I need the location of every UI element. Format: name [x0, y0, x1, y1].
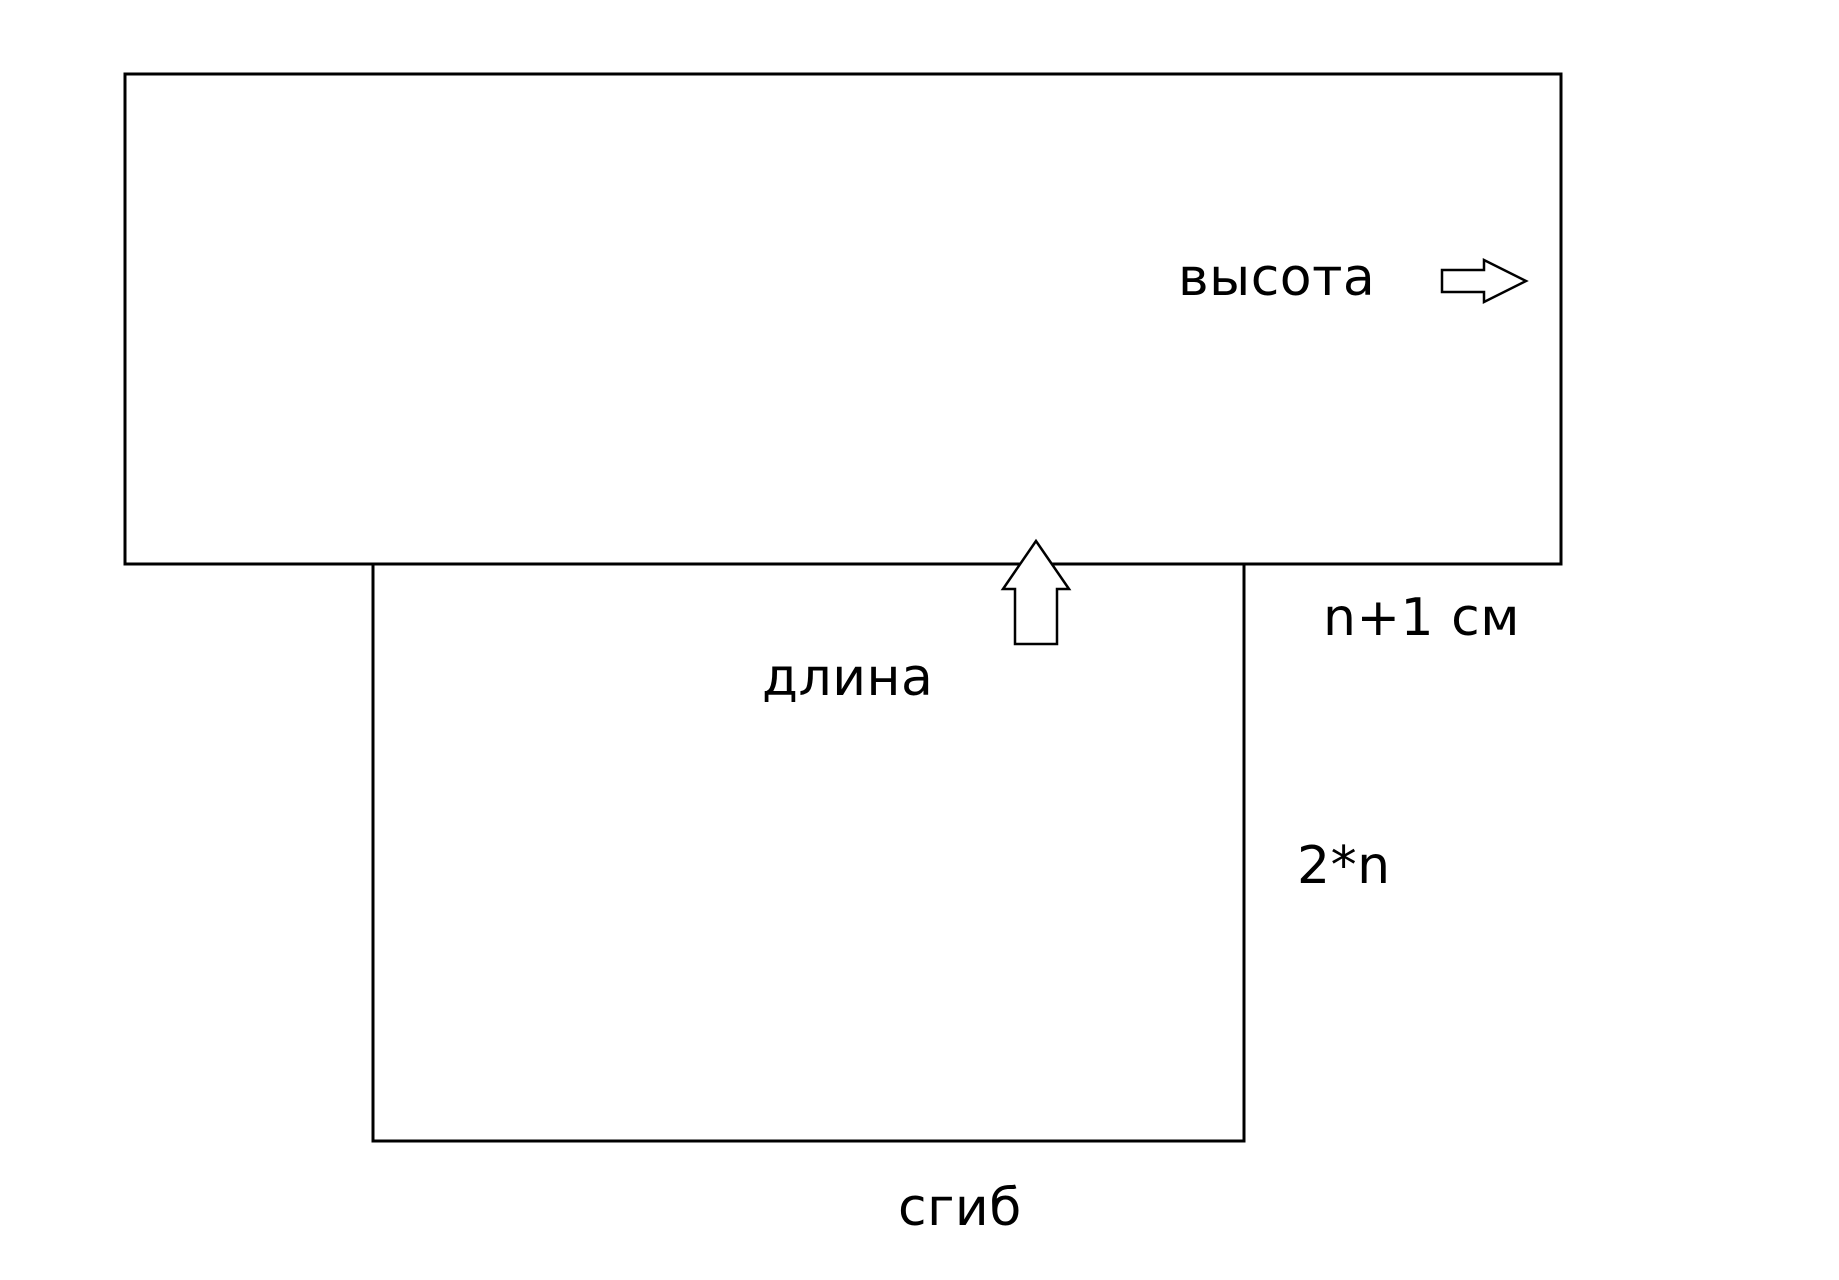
top-rectangle	[123, 72, 1563, 566]
up-arrow-icon	[1000, 538, 1072, 646]
fold-label: сгиб	[898, 1178, 1022, 1238]
bottom-rectangle	[371, 564, 1246, 1143]
top-dimension-label: n+1 см	[1323, 588, 1520, 648]
bottom-dimension-label: 2*n	[1297, 836, 1391, 896]
height-label: высота	[1178, 248, 1376, 308]
length-label: длина	[762, 648, 934, 708]
right-arrow-icon	[1440, 257, 1529, 305]
